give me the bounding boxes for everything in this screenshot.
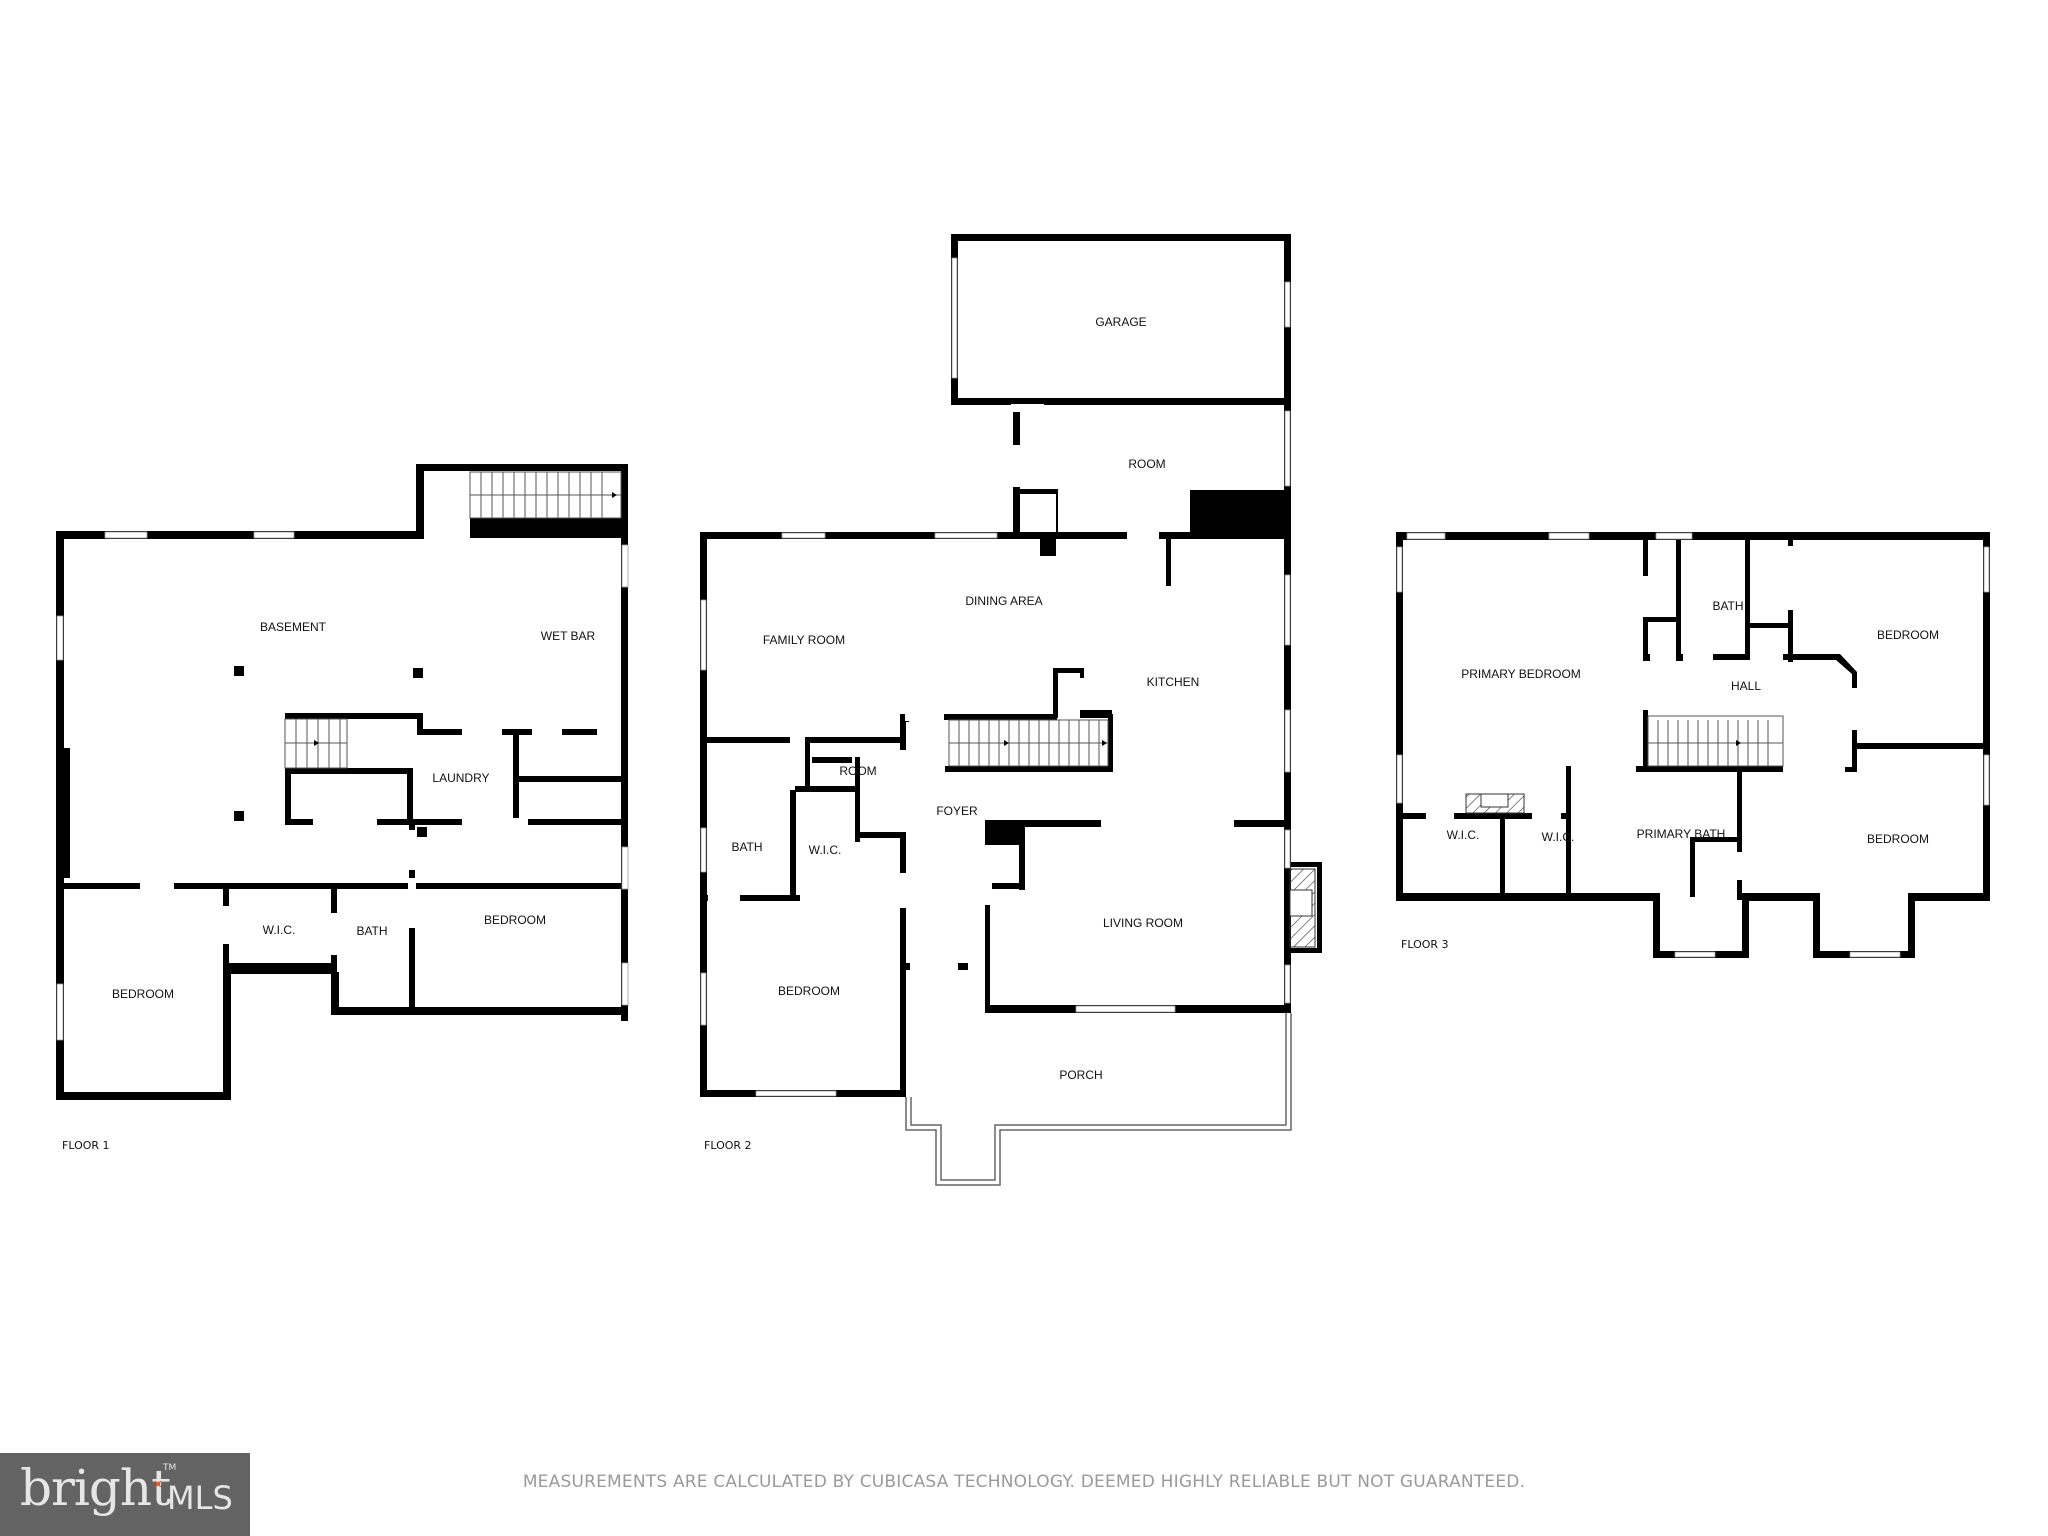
measurement-disclaimer: MEASUREMENTS ARE CALCULATED BY CUBICASA … <box>522 1472 1526 1492</box>
room-label-bedroom: BEDROOM <box>1877 628 1939 642</box>
logo-trademark: TM <box>163 1463 177 1473</box>
floor-2-doors <box>708 404 1233 970</box>
room-label-bath: BATH <box>1712 599 1743 613</box>
room-label-room: ROOM <box>839 764 876 778</box>
floor-1-stairs-upper <box>469 471 622 519</box>
room-label-basement: BASEMENT <box>260 620 327 634</box>
floor-label: FLOOR 3 <box>1401 938 1449 951</box>
room-label-wic: W.I.C. <box>809 843 842 857</box>
room-label-bedroom: BEDROOM <box>778 984 840 998</box>
stair-arrow-icon <box>612 492 617 498</box>
room-label-hall: HALL <box>1731 679 1761 693</box>
room-label-family-room: FAMILY ROOM <box>763 633 845 647</box>
room-label-primary-bath: PRIMARY BATH <box>1637 827 1726 841</box>
floor-3-doors <box>1427 548 1859 878</box>
room-label-garage: GARAGE <box>1095 315 1146 329</box>
room-label-room: ROOM <box>1128 457 1165 471</box>
floor-1-plan <box>56 464 628 1100</box>
logo-mls: MLS <box>167 1479 233 1517</box>
floor-label: FLOOR 2 <box>704 1139 752 1152</box>
floor-2-plan <box>700 234 1322 1097</box>
stair-arrow-icon <box>314 740 319 746</box>
room-label-primary-bedroom: PRIMARY BEDROOM <box>1461 667 1581 681</box>
fireplace-opening <box>1289 889 1313 917</box>
floor-2-stairs <box>948 719 1109 767</box>
room-label-wet-bar: WET BAR <box>541 629 596 643</box>
room-label-laundry: LAUNDRY <box>432 771 489 785</box>
stair-arrow-icon <box>1736 740 1741 746</box>
room-label-bedroom: BEDROOM <box>112 987 174 1001</box>
floor-1-windows <box>56 531 629 1041</box>
room-label-kitchen: KITCHEN <box>1147 675 1200 689</box>
room-label-bedroom: BEDROOM <box>484 913 546 927</box>
floor-1-doors <box>140 728 562 955</box>
room-label-foyer: FOYER <box>936 804 978 818</box>
room-label-living-room: LIVING ROOM <box>1103 916 1183 930</box>
room-label-wic: W.I.C. <box>263 923 296 937</box>
floor-2-windows <box>700 257 1291 1097</box>
room-label-bath: BATH <box>731 840 762 854</box>
room-label-bedroom: BEDROOM <box>1867 832 1929 846</box>
fireplace-opening <box>1480 793 1509 808</box>
room-label-dining-area: DINING AREA <box>965 594 1042 608</box>
room-label-wic: W.I.C. <box>1542 830 1575 844</box>
logo-wordmark: bright <box>20 1459 171 1517</box>
floor-3-windows <box>1396 532 1990 958</box>
floor-label: FLOOR 1 <box>62 1139 110 1152</box>
bright-mls-logo: bright TM MLS <box>0 1453 250 1536</box>
stair-arrow-icon <box>1004 740 1009 746</box>
room-label-porch: PORCH <box>1059 1068 1102 1082</box>
room-label-bath: BATH <box>356 924 387 938</box>
room-label-wic: W.I.C. <box>1447 828 1480 842</box>
floor-2-porch-outline <box>905 1013 1292 1186</box>
floor-3-stairs <box>1647 715 1784 767</box>
floor-3-plan <box>1396 532 1990 958</box>
stair-arrow-icon <box>1102 740 1107 746</box>
